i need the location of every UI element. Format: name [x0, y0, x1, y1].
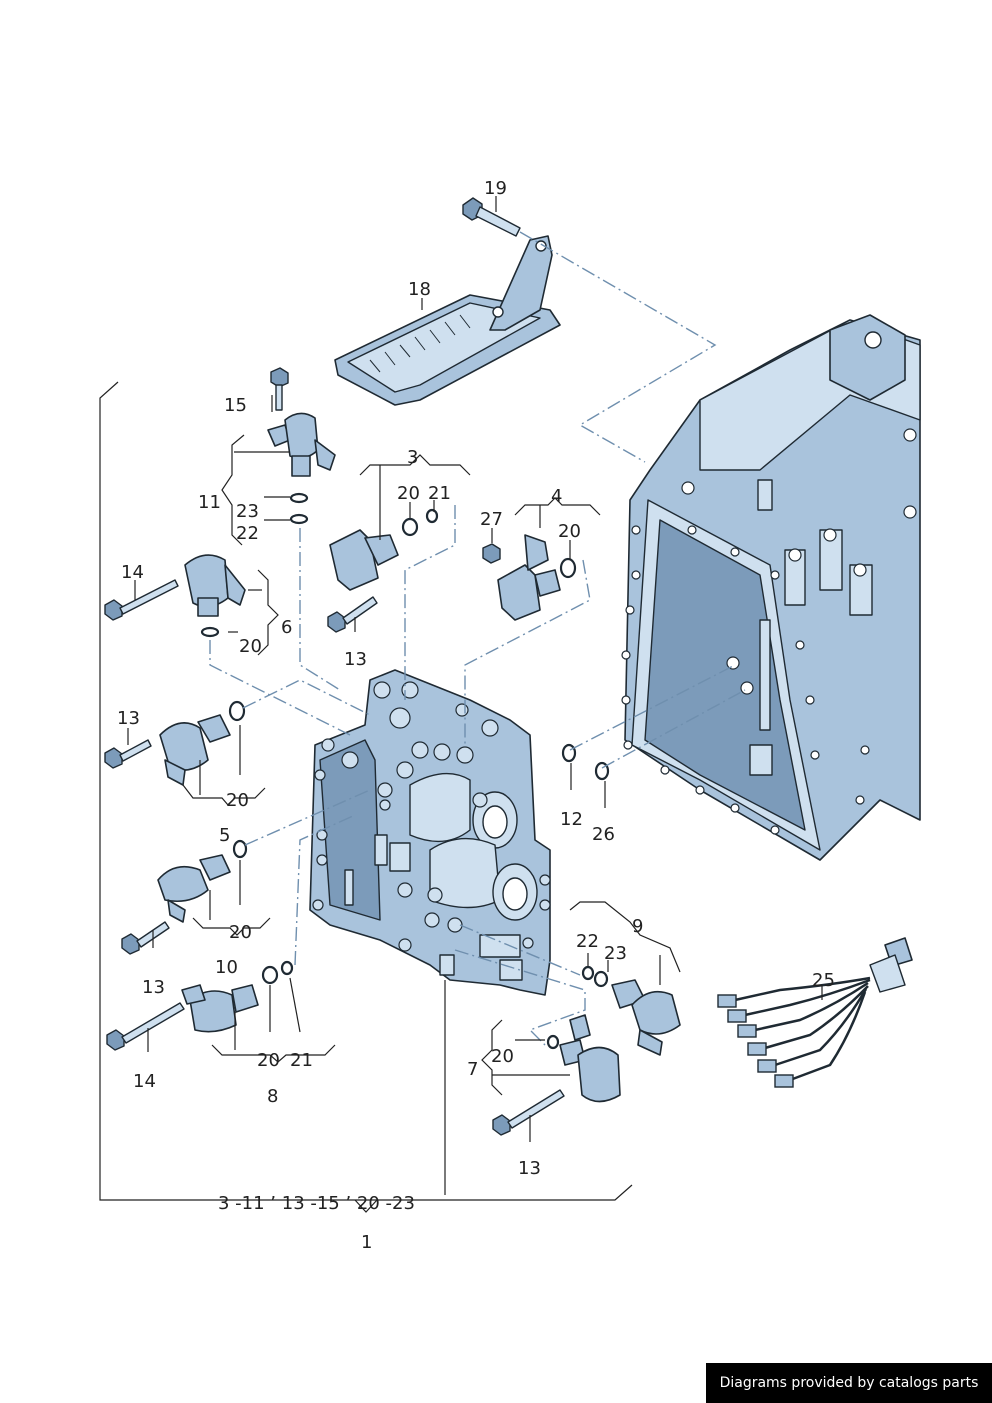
oil-strainer: [334, 235, 561, 406]
callout-13: 13: [142, 977, 165, 998]
callout-23: 23: [604, 943, 627, 964]
callout-19: 19: [484, 178, 507, 199]
assembly-range-label: 3 -11 ’ 13 -15 ’ 20 -23: [218, 1193, 415, 1214]
callout-20: 20: [491, 1046, 514, 1067]
bolt-13-bottom-right: [492, 1089, 565, 1136]
callout-14: 14: [121, 562, 144, 583]
callout-18: 18: [408, 279, 431, 300]
bolt-14-top: [104, 579, 179, 621]
solenoid-valve-5: [157, 839, 248, 923]
callout-25: 25: [812, 970, 835, 991]
callout-3: 3: [407, 447, 418, 468]
callout-20: 20: [397, 483, 420, 504]
assembly-lines: [209, 231, 746, 1046]
solenoid-valve-9: [581, 965, 681, 1056]
solenoid-valve-10: [181, 960, 294, 1033]
callout-20: 20: [226, 790, 249, 811]
callout-4: 4: [551, 486, 562, 507]
solenoid-valve-11: [267, 367, 336, 525]
callout-10: 10: [215, 957, 238, 978]
o-rings-12-26: [561, 743, 610, 781]
solenoid-valve-4: [482, 534, 577, 621]
callout-13: 13: [518, 1158, 541, 1179]
bolt-14-bottom: [106, 1002, 185, 1051]
bolt-13-top: [327, 596, 378, 633]
callout-6: 6: [281, 617, 292, 638]
bolt-13-lower-left: [121, 921, 170, 955]
callout-14: 14: [133, 1071, 156, 1092]
bolt-13-left: [104, 739, 152, 769]
solenoid-valve-6: [184, 554, 246, 638]
solenoid-valve-3: [329, 508, 439, 591]
callout-labels: 19 18 15 11 23 22 3 20 21 4 27 20 14 6 2…: [117, 178, 835, 1253]
callout-20: 20: [239, 636, 262, 657]
callout-26: 26: [592, 824, 615, 845]
callout-21: 21: [290, 1050, 313, 1071]
leader-lines: [99, 196, 823, 1213]
solenoid-valve-left-middle: [159, 700, 246, 786]
callout-13: 13: [117, 708, 140, 729]
callout-12: 12: [560, 809, 583, 830]
callout-9: 9: [632, 916, 643, 937]
solenoid-valve-7: [546, 1014, 621, 1103]
callout-20: 20: [229, 922, 252, 943]
callout-23: 23: [236, 501, 259, 522]
callout-22: 22: [576, 931, 599, 952]
callout-8: 8: [267, 1086, 278, 1107]
bolt-19: [462, 197, 521, 237]
callout-5: 5: [219, 825, 230, 846]
callout-15: 15: [224, 395, 247, 416]
callout-22: 22: [236, 523, 259, 544]
callout-13: 13: [344, 649, 367, 670]
callout-11: 11: [198, 492, 221, 513]
credit-banner: Diagrams provided by catalogs parts: [706, 1363, 992, 1403]
callout-20: 20: [558, 521, 581, 542]
wiring-harness-25: [717, 937, 913, 1088]
callout-7: 7: [467, 1059, 478, 1080]
callout-21: 21: [428, 483, 451, 504]
valve-body: [309, 669, 551, 996]
transmission-housing: [621, 314, 921, 861]
callout-27: 27: [480, 509, 503, 530]
callout-20: 20: [257, 1050, 280, 1071]
callout-1: 1: [361, 1232, 372, 1253]
